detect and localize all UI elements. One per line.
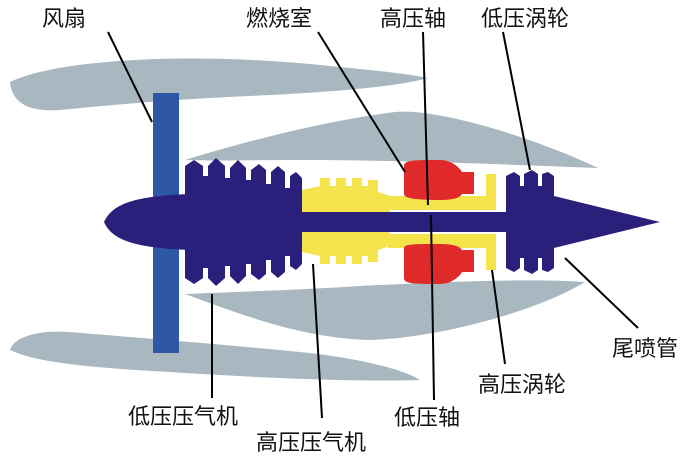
leader-hp-compressor	[312, 263, 323, 419]
label-lp-compressor: 低压压气机	[128, 405, 238, 430]
main-shaft	[185, 212, 530, 232]
label-combustor: 燃烧室	[246, 7, 312, 32]
hp-shaft-lower	[388, 234, 496, 270]
hp-compressor-upper	[302, 178, 390, 212]
tail-cone	[530, 196, 660, 248]
core-cowl-upper	[185, 111, 598, 168]
leader-nozzle	[564, 257, 639, 329]
label-hp-compressor: 高压压气机	[256, 431, 366, 456]
leader-combustor	[317, 31, 406, 173]
label-hp-shaft: 高压轴	[380, 7, 446, 32]
lp-compressor-upper	[185, 158, 302, 215]
nacelle-lower	[10, 331, 420, 381]
label-hp-turbine: 高压涡轮	[478, 373, 566, 398]
label-lp-turbine: 低压涡轮	[481, 7, 569, 32]
hp-shaft-upper	[388, 174, 496, 210]
nose-spinner	[104, 194, 190, 250]
leader-hp-shaft	[422, 31, 429, 206]
leader-hp-turbine	[491, 269, 506, 365]
hp-compressor-lower	[302, 232, 390, 264]
core-cowl-lower	[185, 280, 585, 340]
label-lp-shaft: 低压轴	[394, 406, 460, 431]
combustor-lower	[404, 244, 474, 284]
label-nozzle: 尾喷管	[612, 337, 678, 362]
combustor-upper	[404, 160, 474, 200]
leader-fan	[107, 31, 153, 123]
leader-lp-shaft	[430, 214, 435, 401]
label-fan: 风扇	[42, 7, 86, 32]
nacelle-upper	[10, 58, 428, 111]
lp-compressor-lower	[185, 230, 302, 286]
leader-lp-turbine	[502, 31, 531, 171]
